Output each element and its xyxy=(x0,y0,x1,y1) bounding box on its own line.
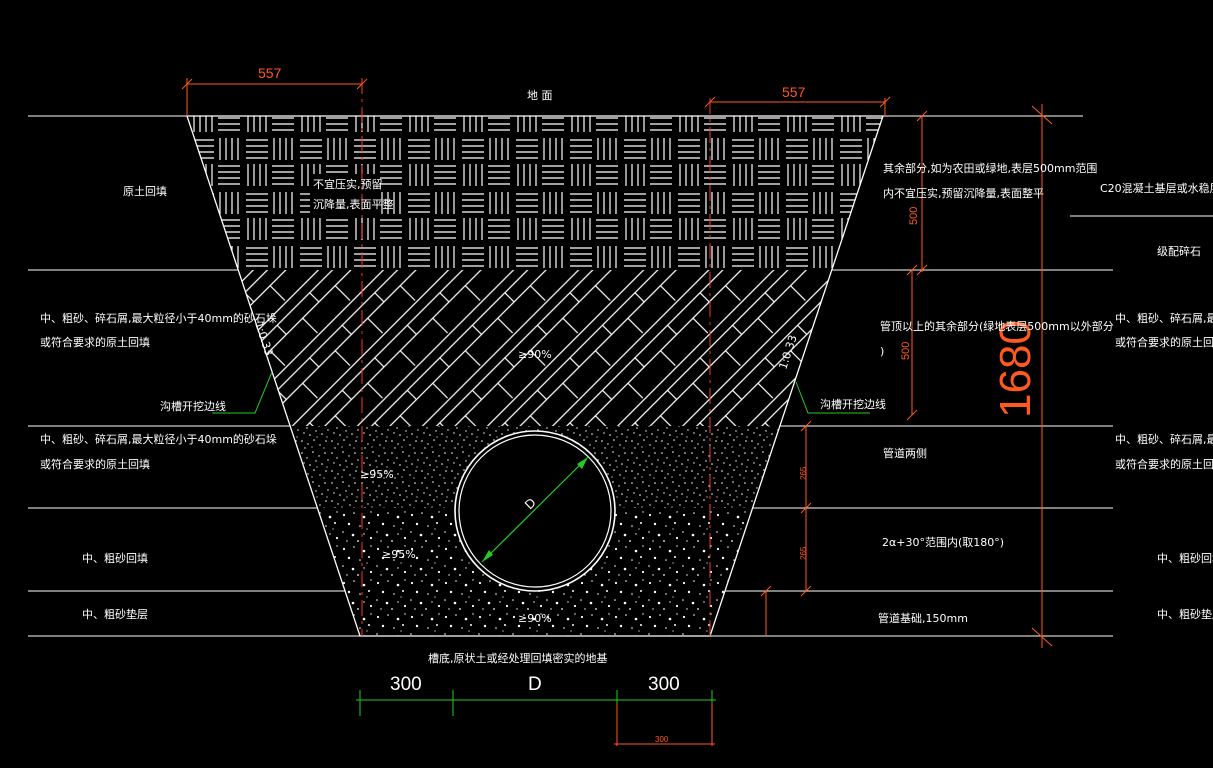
zone5-compaction: ≥90% xyxy=(518,612,552,625)
zone1-inner-note-1: 不宜压实,预留 xyxy=(313,177,383,191)
dim-top-right-label: 557 xyxy=(782,84,806,100)
zone4-right-note: 2α+30°范围内(取180°) xyxy=(882,535,1004,549)
dim-bottom-center-label: D xyxy=(528,674,542,695)
axis-lines xyxy=(361,78,711,636)
dim-bottom-small xyxy=(614,703,715,746)
zone1-right-note-1: 其余部分,如为农田或绿地,表层500mm范围 xyxy=(883,161,1097,175)
dim-top-left-label: 557 xyxy=(258,65,282,81)
zone3-left-label-1: 中、粗砂、碎石屑,最大粒径小于40mm的砂石垛 xyxy=(40,432,277,446)
dim-top-right xyxy=(704,96,891,116)
far-right-c20-label: C20混凝土基层或水稳层 xyxy=(1100,181,1213,195)
zone3-far-right-2: 或符合要求的原土回填 xyxy=(1115,457,1213,471)
zone-1-brick-hatch xyxy=(187,116,883,270)
dim-265a-label: 265 xyxy=(799,466,808,480)
zone-1-note-backdrop xyxy=(310,174,378,214)
zone3-compaction: ≥95% xyxy=(360,468,394,481)
zone1-right-note-2: 内不宜压实,预留沉降量,表面整平 xyxy=(883,186,1044,200)
zone3-far-right-1: 中、粗砂、碎石屑,最大粒径 xyxy=(1115,432,1213,446)
zone1-left-label: 原土回填 xyxy=(123,184,167,198)
far-right-gravel-label: 级配碎石 xyxy=(1157,244,1201,258)
zone4-far-right: 中、粗砂回填 xyxy=(1157,551,1213,565)
dim-bottom-small-label: 300 xyxy=(655,735,669,744)
dim-265 xyxy=(760,420,812,636)
zone-2-diagonal-hatch xyxy=(187,270,883,426)
trench-line-right-label: 沟槽开挖边线 xyxy=(820,397,886,411)
zone2-right-note-2: ) xyxy=(880,345,884,358)
leader-lines xyxy=(212,371,870,414)
dim-500a-label: 500 xyxy=(908,207,920,225)
bottom-note: 槽底,原状土或经处理回填密实的地基 xyxy=(428,651,608,665)
zone5-right-note: 管道基础,150mm xyxy=(878,611,968,625)
zone5-far-right: 中、粗砂垫层 xyxy=(1157,607,1213,621)
dim-500b-label: 500 xyxy=(900,342,912,360)
dim-right-500 xyxy=(906,110,928,421)
zone3-left-label-2: 或符合要求的原土回填 xyxy=(40,457,150,471)
dim-bottom-left-label: 300 xyxy=(390,674,422,695)
total-depth-label: 1680 xyxy=(991,320,1040,418)
zone2-left-label-1: 中、粗砂、碎石屑,最大粒径小于40mm的砂石垛 xyxy=(40,311,277,325)
zone2-compaction: ≥90% xyxy=(518,348,552,361)
dim-bottom-right-label: 300 xyxy=(648,674,680,695)
ground-label: 地 面 xyxy=(527,89,553,102)
dim-top-left xyxy=(181,78,368,116)
zone2-far-right-1: 中、粗砂、碎石屑,最大粒径 xyxy=(1115,311,1213,325)
pipe xyxy=(454,430,616,592)
trench-line-left-label: 沟槽开挖边线 xyxy=(160,399,226,413)
zone1-inner-note-2: 沉降量,表面平整 xyxy=(313,197,394,211)
dim-265b-label: 265 xyxy=(799,546,808,560)
zone2-far-right-2: 或符合要求的原土回填 xyxy=(1115,335,1213,349)
zone4-compaction: ≥95% xyxy=(382,548,416,561)
dim-total-depth xyxy=(1031,104,1053,648)
zone2-right-note-1: 管顶以上的其余部分(绿地表层500mm以外部分 xyxy=(880,319,1114,333)
zone5-left-label: 中、粗砂垫层 xyxy=(82,607,148,621)
zone4-left-label: 中、粗砂回填 xyxy=(82,551,148,565)
zone2-left-label-2: 或符合要求的原土回填 xyxy=(40,335,150,349)
zone3-right-note: 管道两侧 xyxy=(883,446,927,460)
